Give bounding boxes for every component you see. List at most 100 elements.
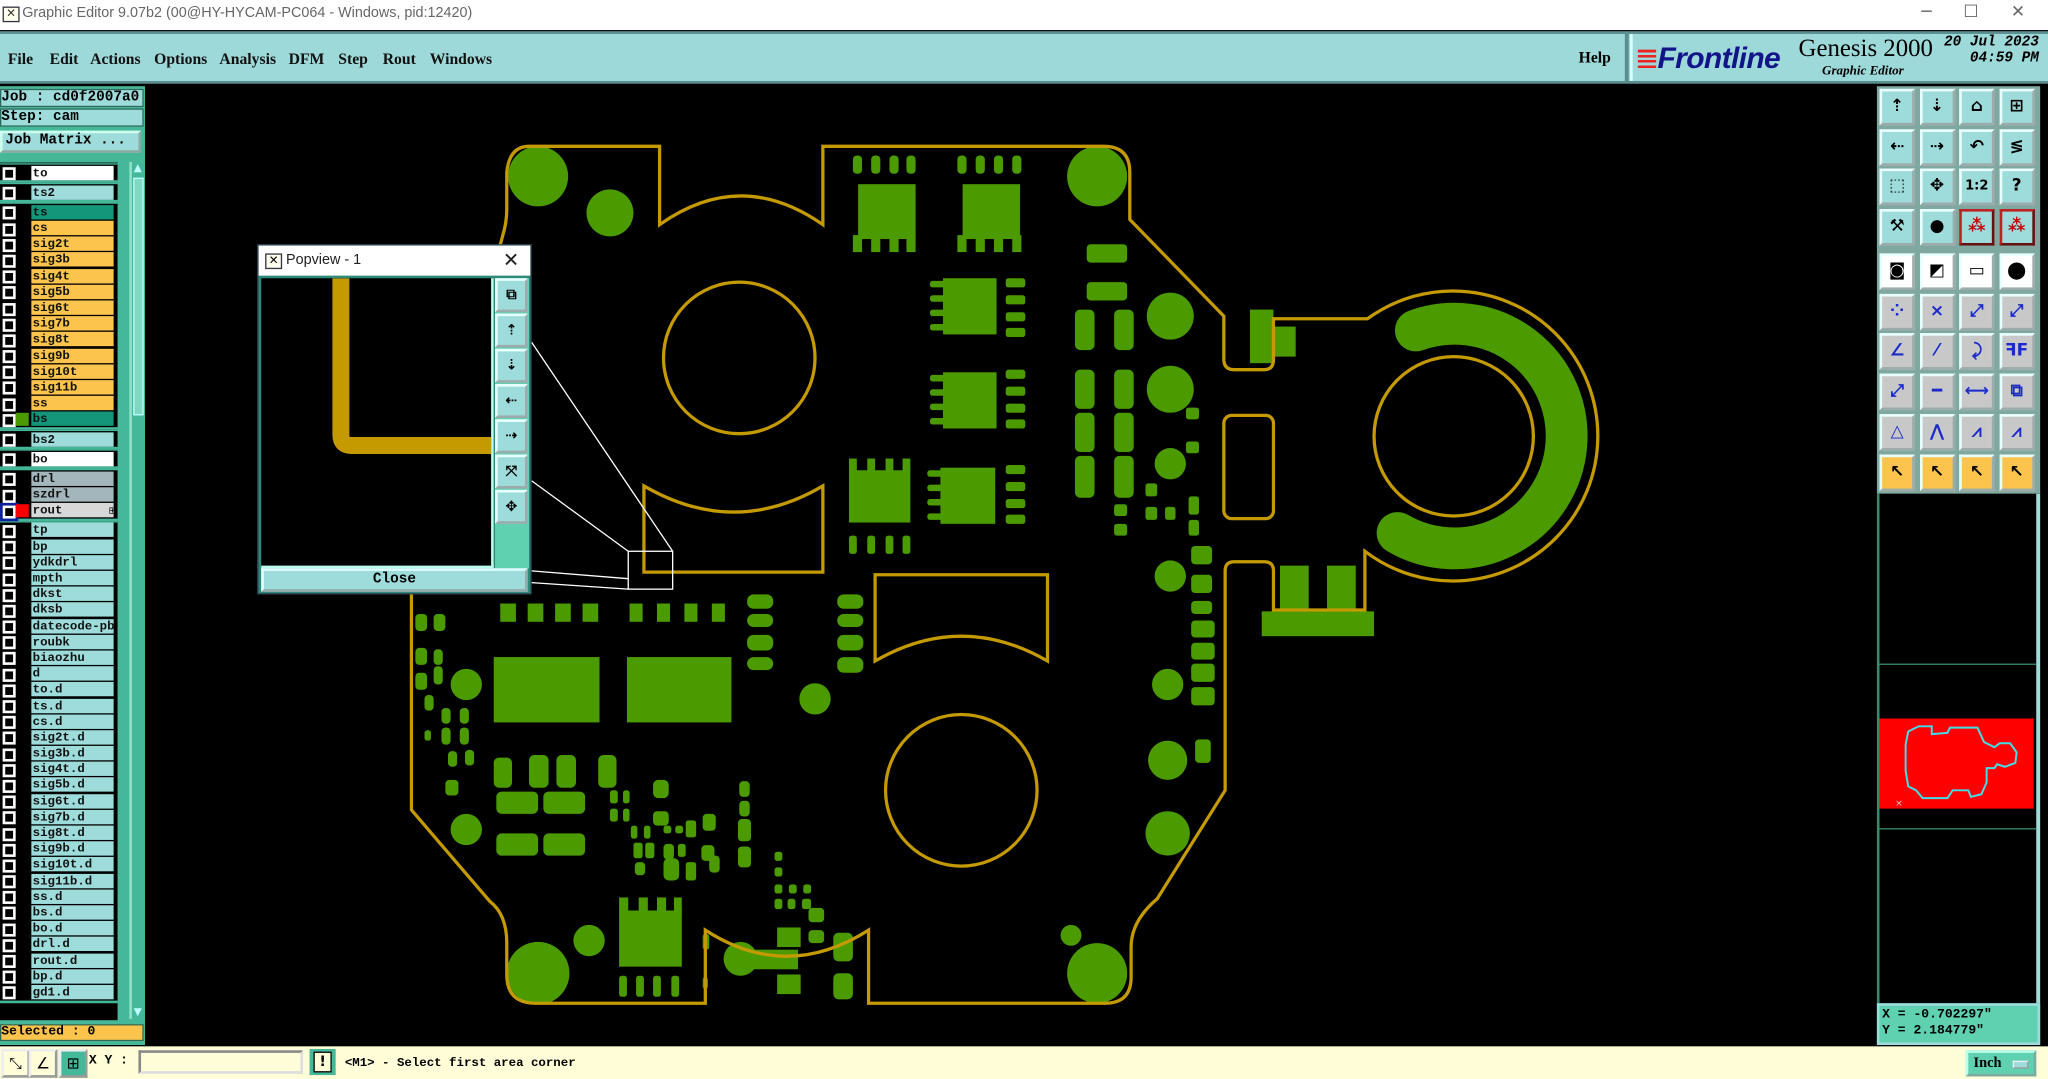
layer-checkbox[interactable]: [2, 923, 16, 937]
layer-row-sig7b[interactable]: sig7b: [0, 316, 118, 332]
close-window-button[interactable]: ✕: [2010, 2, 2026, 23]
layer-checkbox[interactable]: [2, 540, 16, 555]
layer-checkbox[interactable]: [2, 382, 16, 396]
layer-name[interactable]: ts2: [31, 185, 114, 200]
layer-name[interactable]: sig4t.d: [31, 761, 114, 777]
layer-color-swatch[interactable]: [16, 432, 29, 445]
layer-name[interactable]: sig10t: [31, 364, 114, 379]
layer-name[interactable]: ts.d: [31, 698, 114, 713]
layer-name[interactable]: rout.d: [31, 952, 114, 968]
layer-row-cs[interactable]: cs: [0, 220, 118, 236]
zoom-fit-icon[interactable]: ⬚: [1879, 168, 1915, 206]
layer-name[interactable]: bp: [31, 539, 114, 554]
layer-color-swatch[interactable]: [16, 635, 29, 648]
layer-name[interactable]: sig11b.d: [31, 873, 114, 888]
layer-row-bp.d[interactable]: bp.d: [0, 968, 118, 984]
menu-dfm[interactable]: DFM: [288, 49, 325, 68]
move-pad-icon[interactable]: ⤢: [1879, 373, 1915, 411]
mirror-icon[interactable]: ꟻF: [1999, 333, 2035, 370]
layer-color-swatch[interactable]: [16, 587, 29, 600]
layer-color-swatch[interactable]: [16, 810, 29, 823]
layer-name[interactable]: szdrl: [31, 487, 114, 502]
layer-color-swatch[interactable]: [16, 747, 29, 760]
layer-row-ts2[interactable]: ts2: [0, 184, 118, 201]
layer-row-bs2[interactable]: bs2: [0, 431, 118, 447]
layer-name[interactable]: bs2: [31, 431, 114, 447]
scrollbar-thumb[interactable]: [133, 177, 144, 416]
layer-name[interactable]: drl.d: [31, 937, 114, 952]
layer-name[interactable]: bo.d: [31, 921, 114, 936]
layer-name[interactable]: sig7b.d: [31, 809, 114, 825]
shapes-icon[interactable]: ⧉: [1999, 373, 2035, 411]
pad-circle-icon[interactable]: ⬤: [1999, 253, 2035, 290]
pan-right-icon[interactable]: ⇢: [495, 419, 528, 454]
layer-color-swatch[interactable]: [16, 524, 29, 537]
pan-down-icon[interactable]: ⇣: [495, 348, 528, 383]
layer-name[interactable]: sig2t.d: [31, 730, 114, 745]
layer-name[interactable]: datecode-pb: [31, 618, 114, 633]
layer-row-ts.d[interactable]: ts.d: [0, 698, 118, 714]
layer-color-swatch[interactable]: [16, 237, 29, 250]
layer-color-swatch[interactable]: [16, 890, 29, 903]
popview-return-icon[interactable]: ⧉: [495, 278, 528, 313]
layer-name[interactable]: tp: [31, 523, 114, 538]
pan-up-icon[interactable]: ⇡: [495, 313, 528, 348]
job-matrix-button[interactable]: Job Matrix ...: [0, 130, 142, 153]
zoom-in-icon[interactable]: ⤧: [495, 454, 528, 489]
layer-row-rout[interactable]: rout⊞: [0, 502, 118, 521]
rotate-icon[interactable]: ⤸: [1959, 333, 1995, 370]
layer-color-swatch[interactable]: [16, 166, 29, 179]
layer-color-swatch[interactable]: [16, 269, 29, 282]
layer-color-swatch[interactable]: [16, 301, 29, 314]
layer-checkbox[interactable]: [2, 843, 16, 857]
layer-name[interactable]: dkst: [31, 586, 114, 602]
layer-checkbox[interactable]: [2, 366, 16, 380]
layer-row-ss[interactable]: ss: [0, 395, 118, 411]
layer-color-swatch[interactable]: [16, 472, 29, 485]
layer-name[interactable]: ss.d: [31, 889, 114, 904]
layer-color-swatch[interactable]: [16, 763, 29, 776]
layer-name[interactable]: ss: [31, 395, 114, 411]
line-angle-icon[interactable]: ∠: [1879, 333, 1915, 370]
layer-row-cs.d[interactable]: cs.d: [0, 713, 118, 730]
layer-checkbox[interactable]: [2, 254, 16, 268]
layer-checkbox[interactable]: [2, 473, 16, 487]
layer-color-swatch[interactable]: [16, 731, 29, 744]
layer-checkbox[interactable]: [2, 167, 16, 181]
layer-row-datecode-pb[interactable]: datecode-pb: [0, 618, 118, 634]
layer-row-sig6t[interactable]: sig6t: [0, 300, 118, 316]
layer-checkbox[interactable]: [2, 270, 16, 284]
netlist-icon[interactable]: ⁂: [1959, 209, 1995, 246]
layer-row-bs.d[interactable]: bs.d: [0, 905, 118, 921]
layer-checkbox[interactable]: [2, 747, 16, 762]
layer-checkbox[interactable]: [2, 779, 16, 793]
layer-color-swatch[interactable]: [16, 365, 29, 378]
layer-color-swatch[interactable]: [15, 412, 29, 426]
pan-right-icon[interactable]: ⇢: [1919, 129, 1955, 166]
layer-name[interactable]: d: [31, 666, 114, 681]
help-icon[interactable]: ?: [1999, 168, 2035, 206]
layer-up-icon[interactable]: ⇡: [1879, 88, 1915, 126]
arc-add-icon[interactable]: ⋀: [1919, 414, 1955, 451]
layer-color-swatch[interactable]: [16, 985, 29, 998]
zoom-center-icon[interactable]: ✥: [1919, 168, 1955, 206]
netlist-2-icon[interactable]: ⁂: [1999, 209, 2035, 246]
layer-name[interactable]: sig9b: [31, 348, 114, 363]
popview-title-bar[interactable]: ✕ Popview - 1 ✕: [258, 245, 531, 276]
layer-name[interactable]: sig8t: [31, 332, 114, 347]
layer-row-tp[interactable]: tp: [0, 522, 118, 539]
layer-checkbox[interactable]: [2, 970, 16, 984]
scroll-up-arrow-icon[interactable]: ▲: [133, 161, 142, 174]
layer-row-mpth[interactable]: mpth: [0, 570, 118, 586]
layer-row-sig2t[interactable]: sig2t: [0, 236, 118, 252]
layer-name[interactable]: cs: [31, 220, 114, 236]
popview-canvas[interactable]: [261, 278, 494, 569]
layer-checkbox[interactable]: [2, 556, 16, 570]
layer-row-sig11b.d[interactable]: sig11b.d: [0, 873, 118, 889]
layer-checkbox[interactable]: [2, 588, 16, 602]
layer-checkbox[interactable]: [2, 572, 16, 586]
menu-analysis[interactable]: Analysis: [219, 49, 277, 68]
layer-name[interactable]: sig3b.d: [31, 745, 114, 761]
tools-icon[interactable]: ⚒: [1879, 209, 1915, 246]
layer-row-sig7b.d[interactable]: sig7b.d: [0, 809, 118, 825]
